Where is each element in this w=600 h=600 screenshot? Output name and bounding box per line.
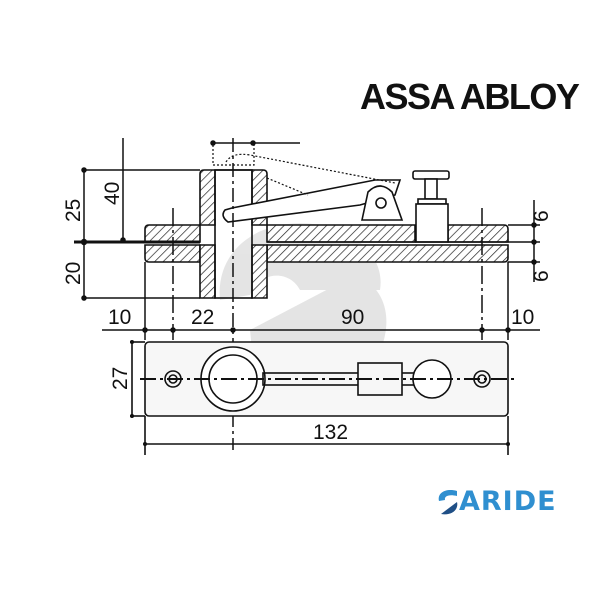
assa-abloy-logo: ASSA ABLOY <box>360 76 580 117</box>
dim-10-left: 10 <box>108 306 131 329</box>
lever-handle <box>222 179 402 223</box>
paride-wordmark: ARIDE <box>459 486 557 517</box>
paride-logo: ARIDE <box>437 486 557 517</box>
paride-s-icon <box>438 489 458 514</box>
dim-10-right: 10 <box>511 306 534 329</box>
dim-132: 132 <box>313 421 348 444</box>
plate-lower-section <box>144 244 509 263</box>
dim-90: 90 <box>341 306 364 329</box>
dim-25: 25 <box>62 199 85 222</box>
dim-22: 22 <box>191 306 214 329</box>
plate-upper-section <box>144 224 509 243</box>
dim-40: 40 <box>101 182 124 205</box>
dim-20: 20 <box>62 262 85 285</box>
lock-knob <box>412 170 450 180</box>
dim-27: 27 <box>109 367 132 390</box>
dim-6-bottom: 6 <box>530 270 553 282</box>
dim-6-top: 6 <box>530 210 553 222</box>
